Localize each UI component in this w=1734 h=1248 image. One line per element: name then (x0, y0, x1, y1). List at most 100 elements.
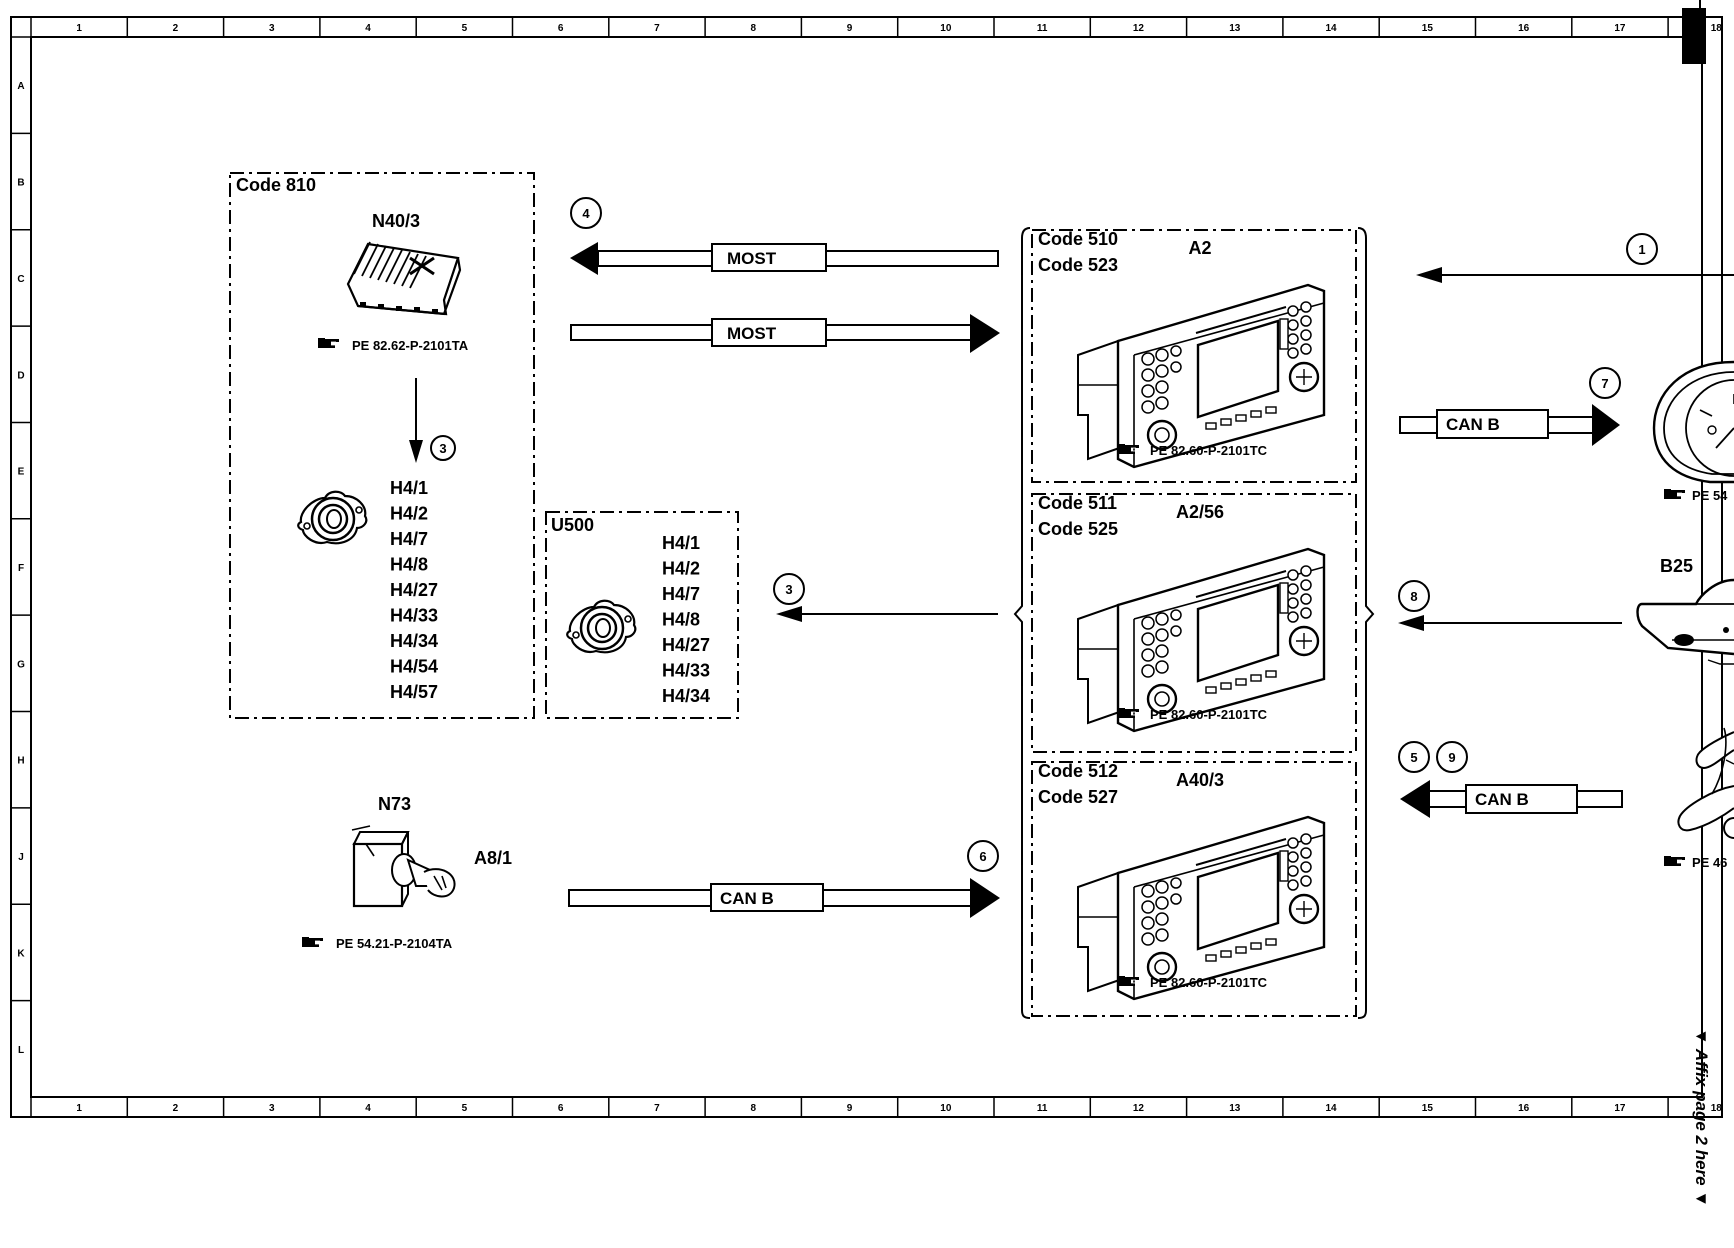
b25-label: B25 (1660, 556, 1693, 576)
grid-row-label: L (18, 1045, 24, 1056)
grid-col-label: 18 (1711, 23, 1723, 34)
grid-col-label: 7 (654, 23, 660, 34)
marker-8: 8 (1398, 580, 1430, 612)
grid-col-label: 16 (1518, 1103, 1530, 1114)
can-bus-from-n73: CAN B (568, 878, 1000, 918)
marker-1: 1 (1626, 233, 1658, 265)
grid-col-label: 17 (1614, 1103, 1626, 1114)
headunit-label: A2/56 (1176, 502, 1224, 522)
key-label: A8/1 (474, 848, 512, 868)
marker-7: 7 (1589, 367, 1621, 399)
headunit-ref: PE 82.60-P-2101TC (1150, 443, 1268, 458)
amp-to-speaker-arrow (409, 378, 423, 463)
svg-text:6: 6 (979, 849, 986, 864)
hand-pointer-icon (1663, 488, 1686, 500)
amplifier-label: N40/3 (372, 211, 420, 231)
marker-4: 4 (570, 197, 602, 229)
grid-col-label: 1 (76, 23, 82, 34)
affix-note: ▼ Affix page 2 here ▼ (1692, 1028, 1711, 1207)
amplifier-ref: PE 82.62-P-2101TA (352, 338, 469, 353)
grid-col-label: 4 (365, 23, 371, 34)
grid-col-label: 12 (1133, 23, 1145, 34)
speaker-label: H4/34 (390, 631, 438, 651)
speaker-label: H4/7 (390, 529, 428, 549)
registration-mark (1682, 8, 1706, 64)
grid-col-label: 14 (1325, 1103, 1337, 1114)
svg-text:CAN B: CAN B (1446, 415, 1500, 434)
headunit-label: A40/3 (1176, 770, 1224, 790)
grid-row-label: A (17, 81, 24, 92)
speaker-label: H4/2 (390, 504, 428, 524)
grid-col-label: 3 (269, 1103, 275, 1114)
marker-3a: 3 (430, 435, 456, 461)
grid-col-label: 10 (940, 1103, 952, 1114)
speaker-icon (296, 490, 368, 545)
marker-9: 9 (1436, 741, 1468, 773)
speaker-label: H4/57 (390, 682, 438, 702)
svg-text:4: 4 (582, 206, 590, 221)
svg-text:7: 7 (1601, 376, 1608, 391)
grid-col-label: 12 (1133, 1103, 1145, 1114)
headunit-label: A2 (1188, 238, 1211, 258)
cluster-ref: PE 54 (1692, 488, 1728, 503)
instrument-cluster-icon (1652, 360, 1734, 484)
grid-col-label: 10 (940, 23, 952, 34)
svg-text:3: 3 (785, 582, 792, 597)
switch-ref: PE 46 (1692, 855, 1727, 870)
headunit-code-label: Code 523 (1038, 255, 1118, 275)
svg-text:8: 8 (1410, 589, 1417, 604)
headunit-icon (1076, 815, 1326, 1001)
ignition-switch-icon (351, 825, 456, 908)
marker-5: 5 (1398, 741, 1430, 773)
audio-to-u500-arrow (776, 606, 998, 622)
code810-speaker-list: H4/1H4/2H4/7H4/8H4/27H4/33H4/34H4/54H4/5… (390, 478, 438, 702)
headunit-code-label: Code 525 (1038, 519, 1118, 539)
can-bus-from-right: CAN B (1400, 780, 1623, 818)
marker-6: 6 (967, 840, 999, 872)
grid-col-label: 7 (654, 1103, 660, 1114)
svg-text:CAN B: CAN B (1475, 790, 1529, 809)
headunit-boxes (1031, 229, 1357, 1017)
drawing-frame (10, 16, 1723, 1118)
grid-col-label: 8 (750, 1103, 756, 1114)
headunit-bracket-left (1013, 227, 1031, 1019)
grid-col-label: 9 (847, 23, 853, 34)
input-arrow-8 (1398, 615, 1622, 631)
speaker-icon (565, 599, 637, 654)
grid-col-label: 14 (1325, 23, 1337, 34)
grid-col-label: 18 (1711, 1103, 1723, 1114)
svg-text:MOST: MOST (727, 249, 777, 268)
grid-col-label: 5 (462, 23, 468, 34)
hand-pointer-icon (1663, 855, 1686, 867)
headunit-code-label: Code 512 (1038, 761, 1118, 781)
grid-col-label: 17 (1614, 23, 1626, 34)
u500-label: U500 (551, 515, 594, 535)
grid-row-label: H (17, 756, 24, 767)
svg-text:MOST: MOST (727, 324, 777, 343)
grid-row-label: B (17, 178, 24, 189)
n73-label: N73 (378, 794, 411, 814)
grid-col-label: 11 (1037, 1103, 1048, 1114)
svg-text:5: 5 (1410, 750, 1417, 765)
grid-col-label: 6 (558, 23, 564, 34)
speaker-label: H4/27 (662, 635, 710, 655)
hand-pointer-icon (301, 936, 324, 948)
speaker-label: H4/1 (390, 478, 428, 498)
grid-row-label: G (17, 659, 25, 670)
headunit-icon (1076, 283, 1326, 469)
svg-text:CAN B: CAN B (720, 889, 774, 908)
headunit-bracket-right (1357, 227, 1375, 1019)
grid-col-label: 11 (1037, 23, 1048, 34)
speaker-label: H4/34 (662, 686, 710, 706)
grid-col-label: 2 (173, 23, 179, 34)
n73-ref: PE 54.21-P-2104TA (336, 936, 453, 951)
input-arrow-1 (1416, 267, 1734, 283)
most-bus-to-amplifier: MOST (570, 242, 999, 275)
u500-boundary (545, 511, 739, 719)
